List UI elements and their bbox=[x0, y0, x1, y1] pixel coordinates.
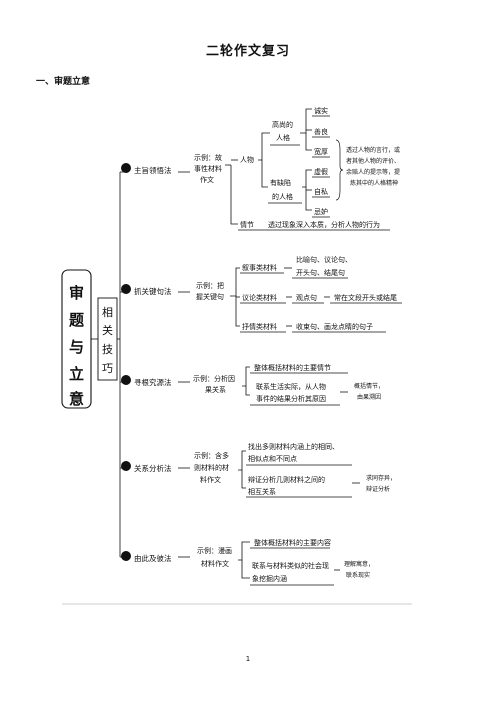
method-1-number-badge bbox=[121, 163, 131, 173]
section-heading: 一、审题立意 bbox=[36, 77, 91, 87]
flawed-label-line-1: 有缺陷 bbox=[270, 178, 291, 187]
noble-label-line-2: 人格 bbox=[276, 133, 290, 142]
m4-bottom-line-1: 辩证分析几则材料之间的 bbox=[248, 475, 325, 484]
page-title: 二轮作文复习 bbox=[205, 44, 290, 59]
method-4-example-line-3: 料作文 bbox=[200, 475, 221, 484]
person-note-line-3: 余赔人的提示等，提 bbox=[346, 168, 400, 176]
m4-top-line-2: 相似点和不同点 bbox=[248, 454, 297, 463]
narrative-label: 叙事类材料 bbox=[242, 263, 277, 272]
m5-note-line-2: 联系现实 bbox=[346, 571, 370, 579]
method-3-example-line-1: 示例：分析因 bbox=[193, 374, 235, 383]
m3-note-line-1: 概括情节， bbox=[354, 382, 384, 390]
method-5: 5 由此及彼法 示例：漫画 材料作文 bbox=[121, 546, 232, 568]
method-4-number: 4 bbox=[123, 462, 129, 471]
m4-note-line-1: 求同存异， bbox=[366, 474, 396, 482]
method-4-example-line-2: 则材料的材 bbox=[194, 463, 229, 472]
person-label: 人物 bbox=[240, 155, 254, 164]
argument-detail: 常在文段开头或结尾 bbox=[334, 293, 397, 302]
method-3-number-badge bbox=[121, 375, 131, 385]
method-1-example-line-3: 作文 bbox=[200, 175, 214, 184]
root-char-1: 审 bbox=[69, 284, 84, 302]
virtue-honest: 诚实 bbox=[314, 106, 328, 115]
plot-detail: 透过现象深入本质，分析人物的行为 bbox=[268, 220, 380, 229]
method-4-number-badge bbox=[121, 461, 131, 471]
m5-top: 整体概括材料的主要内容 bbox=[254, 538, 331, 547]
method-5-example-line-2: 材料作文 bbox=[201, 559, 229, 568]
method-3: 3 寻根究源法 示例：分析因 果关系 bbox=[121, 374, 235, 394]
plot-label: 情节 bbox=[240, 220, 254, 229]
m3-note-line-2: 由果溯因 bbox=[357, 393, 381, 401]
method-4-example-line-1: 示例：含多 bbox=[194, 451, 229, 460]
method-4: 4 关系分析法 示例：含多 则材料的材 料作文 bbox=[121, 451, 229, 484]
argument-mid: 观点句 bbox=[296, 293, 317, 302]
root-char-5: 意 bbox=[69, 390, 84, 408]
method-1-label: 主旨领悟法 bbox=[134, 165, 172, 175]
root-char-2: 题 bbox=[69, 311, 85, 329]
method-1-example-line-2: 事性材料 bbox=[194, 164, 222, 173]
method-1-example-line-1: 示例：故 bbox=[194, 153, 222, 162]
method-5-number: 5 bbox=[123, 552, 129, 561]
vice-jealous: 忌妒 bbox=[314, 207, 328, 216]
root-char-4: 立 bbox=[69, 365, 84, 383]
m4-bottom-line-2: 相互关系 bbox=[248, 487, 276, 496]
m3-top: 整体概括材料的主要情节 bbox=[254, 363, 331, 372]
hub-char-4: 巧 bbox=[102, 362, 113, 375]
method-2-label: 抓关键句法 bbox=[134, 286, 172, 296]
vice-false: 虚假 bbox=[314, 167, 328, 176]
method-2-example-line-1: 示例：把 bbox=[196, 281, 224, 290]
method-2: 2 抓关键句法 示例：把 握关键句 bbox=[121, 281, 224, 301]
person-note-line-1: 透过人物的言行，或 bbox=[346, 146, 400, 154]
method-3-number: 3 bbox=[123, 376, 129, 385]
person-note-line-4: 炼其中的人格精神 bbox=[350, 179, 398, 187]
method-1-number: 1 bbox=[123, 164, 129, 173]
method-3-label: 寻根究源法 bbox=[134, 377, 172, 387]
m3-bottom-line-1: 联系生活实际，从人物 bbox=[256, 382, 326, 391]
m5-bottom-line-2: 象挖掘内涵 bbox=[252, 574, 287, 583]
hub-char-3: 技 bbox=[102, 343, 113, 356]
method-2-number-badge bbox=[121, 284, 131, 294]
root-box bbox=[61, 269, 92, 409]
m5-note-line-1: 理解寓意， bbox=[344, 560, 374, 568]
narrative-detail-line-2: 开头句、结尾句 bbox=[296, 268, 345, 277]
method-2-number: 2 bbox=[123, 285, 129, 294]
hub-box bbox=[97, 297, 118, 381]
narrative-detail-line-1: 比喻句、议论句、 bbox=[296, 255, 352, 264]
method-5-example-line-1: 示例：漫画 bbox=[197, 546, 232, 555]
m4-top-line-1: 找出多则材料内涵上的相同、 bbox=[248, 442, 339, 451]
method-5-number-badge bbox=[121, 551, 131, 561]
page-number: 1 bbox=[245, 655, 251, 663]
virtues-bracket bbox=[335, 139, 344, 201]
flawed-label-line-2: 的人格 bbox=[272, 192, 293, 201]
hub-char-1: 相 bbox=[102, 306, 113, 319]
argument-label: 议论类材料 bbox=[242, 293, 277, 302]
lyric-detail: 收束句、画龙点睛的句子 bbox=[296, 322, 373, 331]
connector-lines bbox=[91, 108, 402, 586]
method-1: 1 主旨领悟法 示例：故 事性材料 作文 bbox=[121, 153, 222, 184]
noble-label-line-1: 高尚的 bbox=[272, 120, 293, 129]
hub-char-2: 关 bbox=[102, 323, 113, 337]
method-4-label: 关系分析法 bbox=[134, 463, 172, 473]
lyric-label: 抒情类材料 bbox=[242, 322, 277, 331]
virtue-generous: 宽厚 bbox=[314, 147, 328, 156]
person-note-line-2: 者其他人物的评价、 bbox=[346, 157, 400, 165]
m3-bottom-line-2: 事件的结果分析其原因 bbox=[256, 394, 326, 403]
method-3-example-line-2: 果关系 bbox=[205, 385, 226, 394]
method-2-example-line-2: 握关键句 bbox=[196, 292, 224, 301]
vice-selfish: 自私 bbox=[314, 187, 328, 196]
root-char-3: 与 bbox=[69, 338, 84, 356]
m4-note-line-2: 辩证分析 bbox=[366, 485, 390, 493]
m5-bottom-line-1: 联系与材料类似的社会现 bbox=[252, 561, 329, 570]
method-5-label: 由此及彼法 bbox=[134, 553, 172, 563]
virtue-kind: 善良 bbox=[314, 127, 328, 136]
